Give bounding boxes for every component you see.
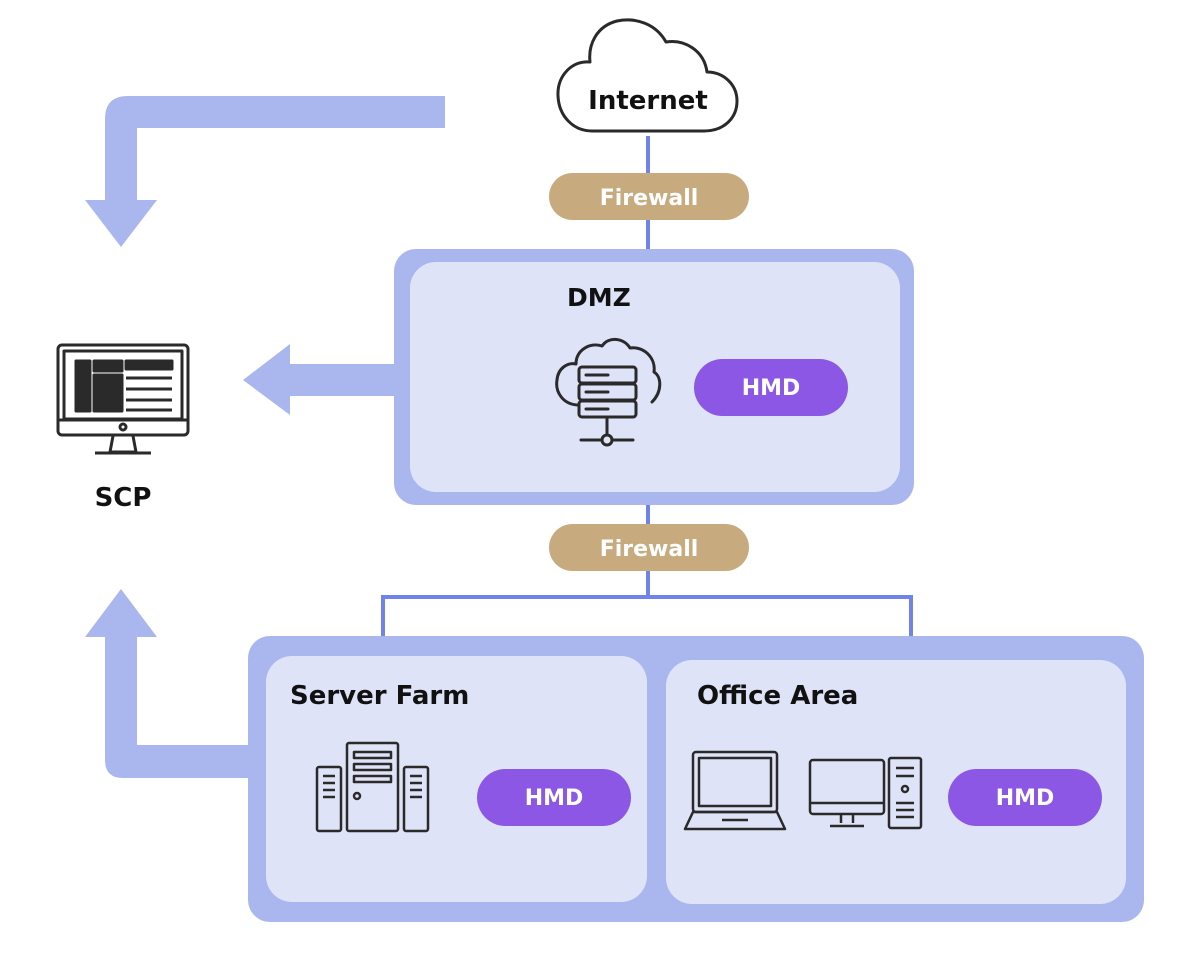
monitor-icon [56, 343, 190, 455]
firewall-top-label: Firewall [600, 186, 699, 211]
office-area-title: Office Area [697, 681, 858, 711]
office-area-inner [666, 660, 1126, 904]
internet-label: Internet [588, 86, 708, 116]
dmz-flow-arrow [243, 344, 400, 415]
scp-label: SCP [95, 483, 152, 513]
server-farm-hmd-badge: HMD [477, 769, 631, 826]
office-area-hmd-badge: HMD [948, 769, 1102, 826]
internal-zone: Server Farm HMD [248, 636, 1144, 922]
server-farm-title: Server Farm [290, 681, 469, 711]
dmz-zone: DMZ HMD [394, 249, 914, 505]
bottom-flow-arrow [85, 589, 250, 778]
dmz-title: DMZ [567, 283, 631, 312]
firewall-pill [549, 524, 749, 571]
top-flow-arrow [85, 96, 445, 247]
office-area-zone: Office Area [666, 660, 1126, 904]
server-towers-icon [315, 741, 430, 833]
server-farm-zone: Server Farm HMD [266, 656, 647, 902]
firewall-pill [549, 173, 749, 220]
office-area-hmd-label: HMD [996, 786, 1055, 811]
dmz-hmd-badge: HMD [694, 359, 848, 416]
laptop-icon [683, 750, 787, 831]
cloud-icon [556, 18, 739, 133]
scp-node: SCP [56, 343, 190, 513]
server-farm-inner [266, 656, 647, 902]
firewall-bottom-label: Firewall [600, 537, 699, 562]
server-farm-hmd-label: HMD [525, 786, 584, 811]
dmz-hmd-label: HMD [742, 376, 801, 401]
firewall-top: Firewall [549, 173, 749, 220]
desktop-computer-icon [808, 756, 923, 830]
internet-node: Internet [556, 18, 739, 133]
firewall-bottom: Firewall [549, 524, 749, 571]
dmz-zone-inner [410, 262, 900, 492]
cloud-server-icon [555, 338, 662, 447]
